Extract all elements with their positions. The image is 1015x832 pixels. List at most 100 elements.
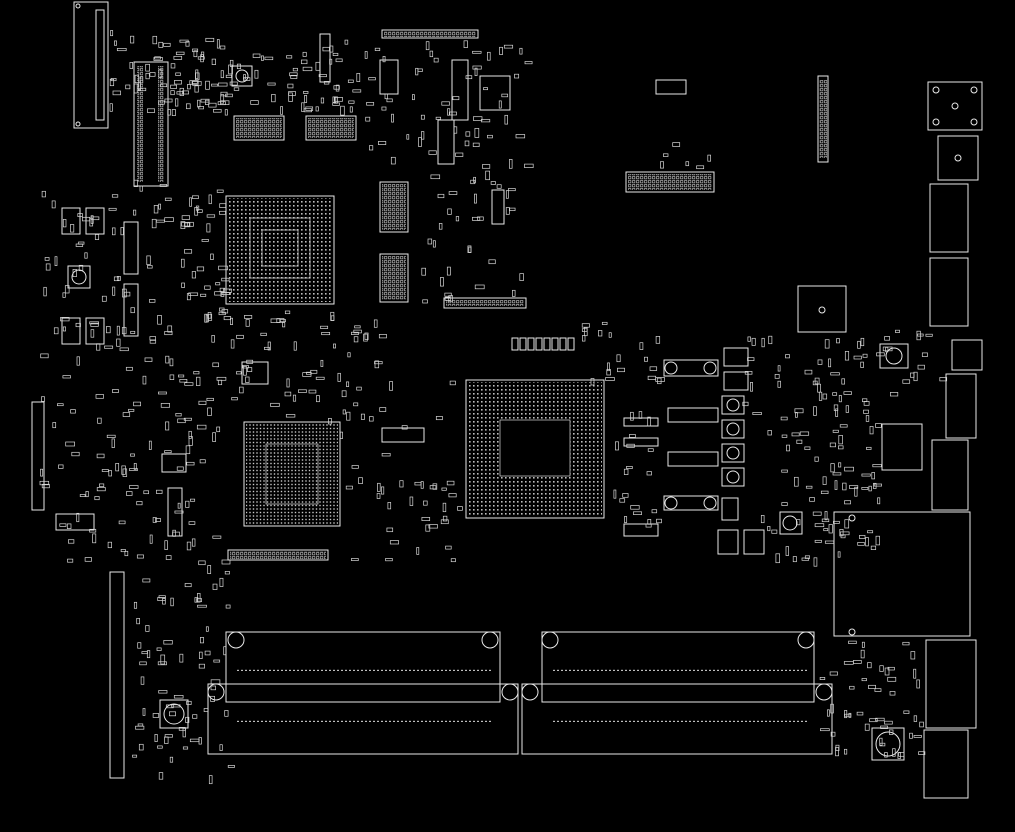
smd-pad [473,116,483,121]
smd-pad [519,273,524,281]
smd-pad [182,746,189,750]
smd-pad [356,73,361,82]
smd-pad [378,141,387,145]
smd-pad [169,358,174,367]
smd-pad [198,560,206,566]
smd-pad [126,491,133,496]
smd-pad [819,677,826,680]
smd-pad [340,105,345,116]
smd-pad [173,695,184,699]
smd-pad [184,249,193,254]
smd-pad [509,159,513,169]
smd-pad [823,528,829,532]
smd-pad [626,443,635,448]
smd-pad [239,386,244,394]
smd-pad [605,377,615,381]
smd-pad [164,98,173,103]
smd-pad [875,423,882,428]
smd-pad [441,101,450,106]
smd-pad [219,744,223,751]
smd-pad [320,325,329,329]
smd-pad [498,100,502,109]
smd-pad [289,72,298,77]
smd-pad [368,77,376,81]
smd-pad [162,598,166,605]
smd-pad [41,190,46,198]
smd-pad [501,93,509,98]
smd-pad [455,152,464,157]
smd-pad [156,647,162,651]
smd-pad [110,30,114,37]
smd-pad [902,641,910,646]
smd-pad [140,676,145,685]
smd-pad [861,678,867,682]
smd-pad [198,400,207,405]
smd-pad [310,369,318,374]
smd-pad [420,114,425,120]
smd-pad [211,58,216,65]
smd-pad [164,540,168,550]
smd-pad [158,69,163,78]
smd-pad [220,70,224,79]
smd-pad [75,322,81,328]
smd-pad [767,526,771,532]
smd-pad [377,482,381,492]
smd-pad [421,517,431,521]
smd-pad [71,451,80,457]
smd-pad [153,57,163,61]
smd-pad [146,255,151,265]
smd-pad [216,189,224,193]
smd-pad [868,684,876,689]
smd-pad [197,604,207,608]
smd-pad [177,502,181,509]
left-top-vertical-connector [73,1,109,129]
smd-pad [85,491,89,498]
smd-pad [76,356,80,366]
smd-pad [133,83,138,94]
smd-pad [651,509,658,514]
smd-pad [229,81,238,86]
smd-pad [344,39,349,45]
smd-pad [276,318,285,323]
smd-pad [167,325,173,333]
smd-pad [862,353,868,358]
smd-pad [129,62,133,69]
smd-pad [145,625,150,632]
smd-pad [381,486,385,495]
smd-pad [185,445,191,455]
smd-pad [111,438,115,448]
smd-pad [889,691,896,696]
smd-pad [364,332,369,340]
smd-pad [382,56,386,63]
smd-pad [279,319,286,323]
smd-pad [913,371,918,382]
smd-pad [164,734,173,738]
smd-pad [795,412,798,418]
smd-pad [880,725,888,729]
smd-pad [218,311,226,316]
smd-pad [830,731,836,737]
smd-pad [663,153,669,157]
smd-pad [219,287,225,292]
smd-pad [179,39,189,43]
smd-pad [389,540,399,545]
smd-pad [884,336,890,341]
smd-pad [814,523,825,528]
smd-pad [178,374,185,378]
smd-pad [207,565,212,574]
smd-pad [77,213,83,217]
smd-pad [169,374,175,380]
dimm-slot-1 [225,631,501,703]
smd-pad [136,501,143,506]
smd-pad [245,319,250,327]
smd-pad [335,58,343,63]
smd-pad [849,485,859,489]
smd-pad [429,50,434,58]
smd-pad [849,685,855,690]
smd-pad [892,748,896,757]
smd-pad [261,55,264,61]
smd-pad [130,307,135,314]
smd-pad [41,396,45,402]
smd-pad [332,102,340,106]
